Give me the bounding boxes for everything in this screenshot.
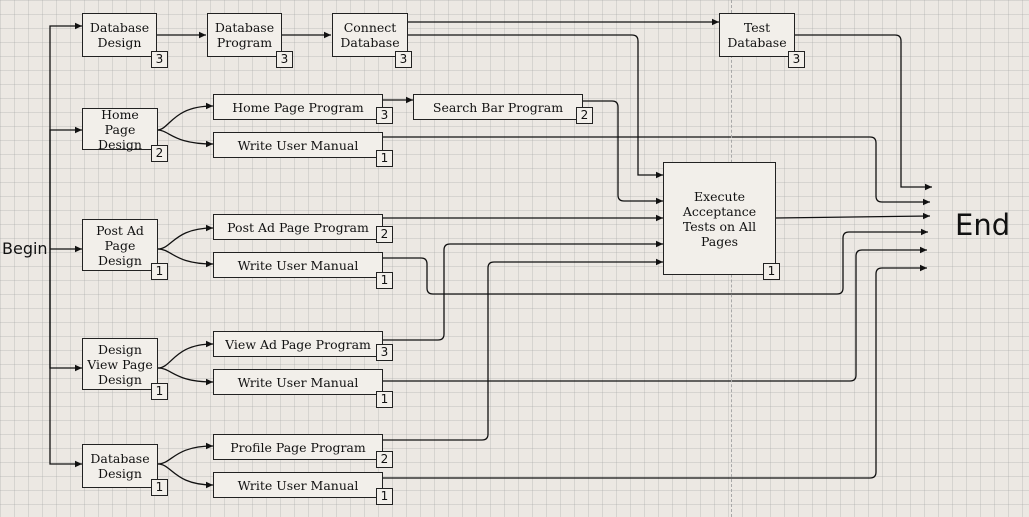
task-label: Test Database: [727, 20, 787, 50]
task-write-user-manual-profile[interactable]: Write User Manual: [213, 472, 383, 498]
duration-badge: 2: [376, 226, 393, 243]
duration-badge: 3: [276, 51, 293, 68]
task-label: Home Page Design: [98, 106, 142, 152]
duration-badge: 1: [151, 383, 168, 400]
task-write-user-manual-post[interactable]: Write User Manual: [213, 252, 383, 278]
arrow-begin-view-design: [49, 249, 82, 372]
task-search-bar-program[interactable]: Search Bar Program: [413, 94, 583, 120]
task-design-view-page-design[interactable]: Design View Page Design: [82, 338, 158, 390]
arrow-profile-manual-end: [383, 264, 927, 479]
arrow-profile-program-acceptance: [383, 258, 663, 441]
duration-badge: 3: [395, 51, 412, 68]
duration-badge: 2: [576, 107, 593, 124]
duration-badge: 1: [376, 488, 393, 505]
duration-badge: 3: [376, 107, 393, 124]
task-label: Execute Acceptance Tests on All Pages: [682, 188, 757, 249]
task-label: Connect Database: [340, 20, 400, 50]
task-post-ad-page-program[interactable]: Post Ad Page Program: [213, 214, 383, 240]
duration-badge: 1: [763, 263, 780, 280]
task-label: View Ad Page Program: [225, 336, 371, 352]
arrow-acceptance-end: [775, 212, 931, 220]
duration-badge: 2: [151, 145, 168, 162]
arrow-connect-acceptance: [407, 34, 663, 179]
task-database-design-2[interactable]: Database Design: [82, 444, 158, 488]
duration-badge: 1: [376, 150, 393, 167]
task-write-user-manual-view[interactable]: Write User Manual: [213, 369, 383, 395]
task-view-ad-page-program[interactable]: View Ad Page Program: [213, 331, 383, 357]
task-label: Database Program: [214, 20, 275, 50]
duration-badge: 1: [151, 479, 168, 496]
task-connect-database[interactable]: Connect Database: [332, 13, 408, 57]
arrow-test-end: [794, 34, 932, 191]
arrow-post-manual-end: [383, 228, 928, 295]
arrow-home-design-program: [156, 102, 214, 131]
end-label: End: [955, 208, 1011, 242]
task-label: Write User Manual: [237, 137, 359, 153]
duration-badge: 1: [376, 391, 393, 408]
task-database-program[interactable]: Database Program: [207, 13, 282, 57]
task-label: Write User Manual: [237, 257, 359, 273]
task-database-design[interactable]: Database Design: [82, 13, 157, 57]
duration-badge: 3: [151, 51, 168, 68]
arrow-home-manual-end: [383, 136, 930, 206]
duration-badge: 1: [376, 272, 393, 289]
arrow-db2-profile-manual: [157, 463, 214, 489]
task-label: Profile Page Program: [230, 439, 366, 455]
task-label: Database Design: [89, 20, 150, 50]
task-label: Database Design: [90, 451, 150, 481]
arrow-home-design-manual: [156, 129, 214, 148]
task-label: Search Bar Program: [432, 99, 564, 115]
arrow-view-design-manual: [157, 367, 214, 386]
task-label: Design View Page Design: [87, 341, 153, 387]
arrow-view-program-acceptance: [383, 240, 663, 341]
task-label: Home Page Program: [232, 99, 364, 115]
begin-label: Begin: [2, 239, 48, 258]
task-label: Post Ad Page Design: [96, 222, 144, 268]
arrow-begin-db-design-2: [49, 249, 82, 468]
duration-badge: 1: [151, 263, 168, 280]
task-home-page-program[interactable]: Home Page Program: [213, 94, 383, 120]
arrow-view-design-program: [157, 340, 214, 369]
task-write-user-manual-home[interactable]: Write User Manual: [213, 132, 383, 158]
duration-badge: 3: [376, 344, 393, 361]
task-label: Write User Manual: [237, 477, 359, 493]
task-post-ad-page-design[interactable]: Post Ad Page Design: [82, 219, 158, 271]
task-profile-page-program[interactable]: Profile Page Program: [213, 434, 383, 460]
duration-badge: 3: [788, 51, 805, 68]
arrow-post-design-manual: [157, 248, 214, 268]
arrow-view-manual-end: [383, 246, 927, 382]
arrow-post-design-program: [157, 224, 214, 250]
duration-badge: 2: [376, 451, 393, 468]
task-execute-acceptance-tests[interactable]: Execute Acceptance Tests on All Pages: [663, 162, 776, 275]
arrow-begin-db-design: [49, 22, 82, 249]
arrow-begin-home-design: [49, 126, 82, 249]
arrow-search-acceptance: [582, 100, 663, 205]
arrow-db2-profile-program: [157, 442, 214, 465]
task-home-page-design[interactable]: Home Page Design: [82, 106, 158, 152]
task-label: Post Ad Page Program: [227, 219, 369, 235]
task-test-database[interactable]: Test Database: [719, 13, 795, 57]
task-label: Write User Manual: [237, 374, 359, 390]
